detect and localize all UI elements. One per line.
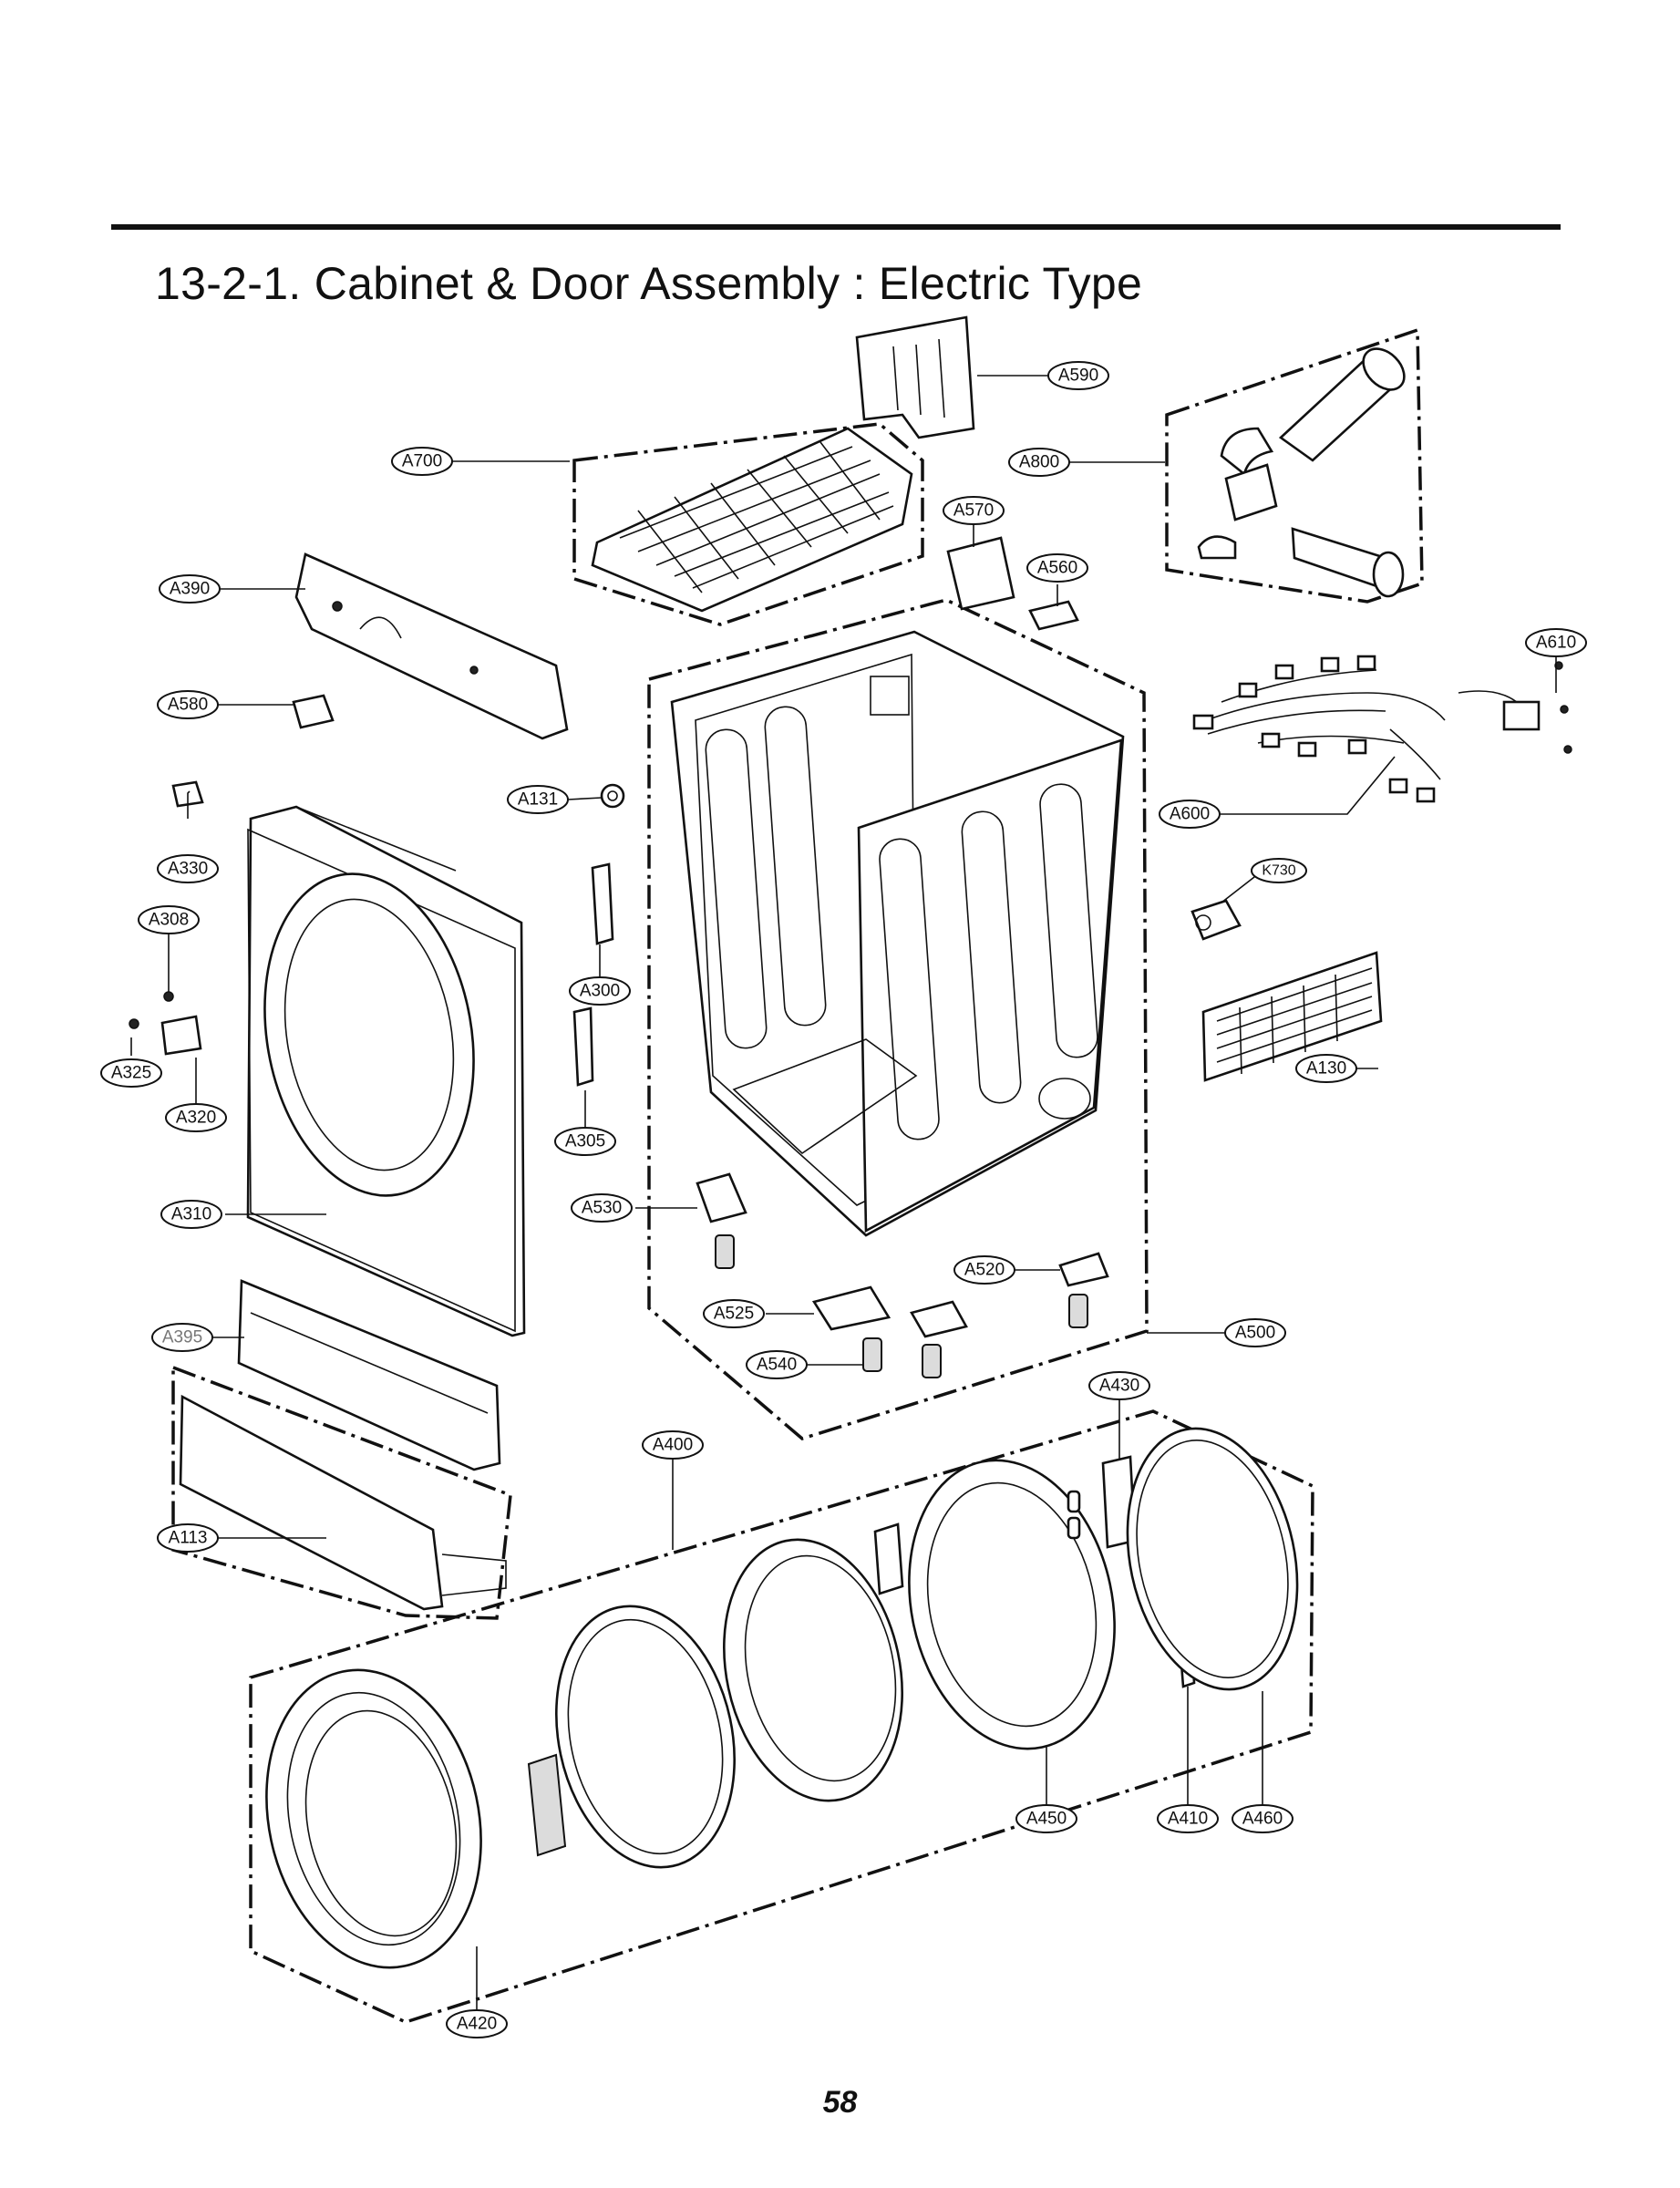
header-rule: [111, 224, 1561, 230]
label-a320: A320: [165, 1103, 227, 1132]
top-bracket-part-icon: [855, 315, 975, 439]
label-a400: A400: [642, 1430, 704, 1460]
svg-text:A520: A520: [964, 1261, 1005, 1280]
svg-text:A320: A320: [176, 1109, 216, 1128]
label-a390: A390: [159, 574, 221, 604]
svg-text:A525: A525: [714, 1305, 754, 1324]
svg-text:K730: K730: [1262, 863, 1295, 879]
label-a310: A310: [160, 1200, 222, 1229]
sensor-part-icon: [1190, 899, 1242, 941]
svg-text:A800: A800: [1019, 453, 1059, 472]
label-a308: A308: [138, 905, 200, 934]
svg-text:A131: A131: [518, 790, 558, 810]
svg-text:A325: A325: [111, 1064, 151, 1083]
label-a700: A700: [391, 447, 453, 476]
label-a430: A430: [1088, 1371, 1150, 1400]
label-a800: A800: [1008, 448, 1070, 477]
svg-text:A113: A113: [169, 1529, 208, 1548]
label-a560: A560: [1026, 553, 1088, 583]
latch-part-icon: [129, 991, 202, 1056]
svg-text:A420: A420: [457, 2015, 497, 2034]
leveling-foot-part-icon: [715, 1234, 1088, 1378]
svg-text:A305: A305: [565, 1132, 605, 1151]
svg-text:A500: A500: [1235, 1324, 1275, 1343]
svg-text:A410: A410: [1168, 1810, 1208, 1829]
plate-part-icon: [946, 536, 1015, 611]
label-a525: A525: [703, 1299, 765, 1328]
svg-text:A310: A310: [171, 1205, 211, 1224]
page-title: 13-2-1. Cabinet & Door Assembly : Electr…: [155, 258, 1143, 309]
label-a420: A420: [446, 2009, 508, 2038]
svg-text:A610: A610: [1536, 634, 1576, 653]
group-outline-door: [249, 1409, 1314, 2024]
label-a500: A500: [1224, 1318, 1286, 1347]
svg-text:A460: A460: [1242, 1810, 1283, 1829]
roller-part-icon: [600, 783, 625, 809]
hinge-lower-part-icon: [572, 1006, 594, 1087]
svg-text:A308: A308: [149, 911, 189, 930]
label-a395: A395: [151, 1323, 213, 1352]
top-cover-part-icon: [591, 427, 913, 613]
svg-text:A580: A580: [168, 696, 208, 715]
label-a113: A113: [157, 1523, 219, 1553]
label-a130: A130: [1295, 1054, 1357, 1083]
label-a325: A325: [100, 1058, 162, 1088]
clip-part-icon: [1028, 600, 1079, 631]
svg-text:A430: A430: [1099, 1377, 1139, 1396]
group-outline-duct: [1165, 327, 1424, 604]
kick-plate-part-icon: [179, 1394, 507, 1611]
group-outline-cabinet: [647, 598, 1149, 1440]
duct-part-icon: [1197, 347, 1406, 598]
label-a450: A450: [1015, 1804, 1077, 1833]
label-a540: A540: [746, 1350, 808, 1379]
svg-text:A540: A540: [757, 1356, 797, 1375]
group-outline-top-cover: [572, 422, 924, 626]
label-a520: A520: [953, 1255, 1015, 1285]
label-a570: A570: [943, 496, 1005, 525]
page-number: 58: [822, 2085, 858, 2120]
filter-grille-part-icon: [1201, 951, 1383, 1082]
svg-text:A560: A560: [1037, 559, 1077, 578]
svg-text:A530: A530: [582, 1199, 622, 1218]
leveling-bracket-part-icon: [696, 1172, 1109, 1338]
svg-text:A300: A300: [580, 982, 620, 1001]
label-a410: A410: [1157, 1804, 1219, 1833]
svg-text:A330: A330: [168, 860, 208, 879]
label-a600: A600: [1159, 800, 1221, 829]
wire-harness-part-icon: [1192, 655, 1572, 803]
label-a580: A580: [157, 690, 219, 719]
hinge-upper-part-icon: [591, 862, 614, 945]
label-k730: K730: [1251, 858, 1307, 883]
label-a460: A460: [1232, 1804, 1293, 1833]
label-a590: A590: [1047, 361, 1109, 390]
front-cabinet-part-icon: [246, 805, 526, 1337]
label-a330: A330: [157, 854, 219, 883]
svg-text:A590: A590: [1058, 366, 1098, 386]
label-a610: A610: [1525, 628, 1587, 657]
label-a131: A131: [507, 785, 569, 814]
switch-part-icon: [292, 694, 335, 729]
leader-lines: [130, 375, 1557, 2010]
label-a530: A530: [571, 1193, 633, 1223]
svg-text:A450: A450: [1026, 1810, 1067, 1829]
side-panel-part-icon: [294, 552, 569, 740]
label-a305: A305: [554, 1127, 616, 1156]
cabinet-frame-part-icon: [670, 630, 1125, 1237]
svg-text:A395: A395: [162, 1328, 202, 1347]
lower-bracket-part-icon: [237, 1279, 501, 1471]
svg-text:A130: A130: [1306, 1059, 1346, 1079]
svg-text:A600: A600: [1170, 805, 1210, 824]
door-ring-part-icon: [265, 1427, 1299, 1969]
svg-text:A390: A390: [170, 580, 210, 599]
svg-text:A400: A400: [653, 1436, 693, 1455]
label-a300: A300: [569, 976, 631, 1006]
svg-text:A700: A700: [402, 452, 442, 471]
svg-text:A570: A570: [953, 501, 994, 521]
